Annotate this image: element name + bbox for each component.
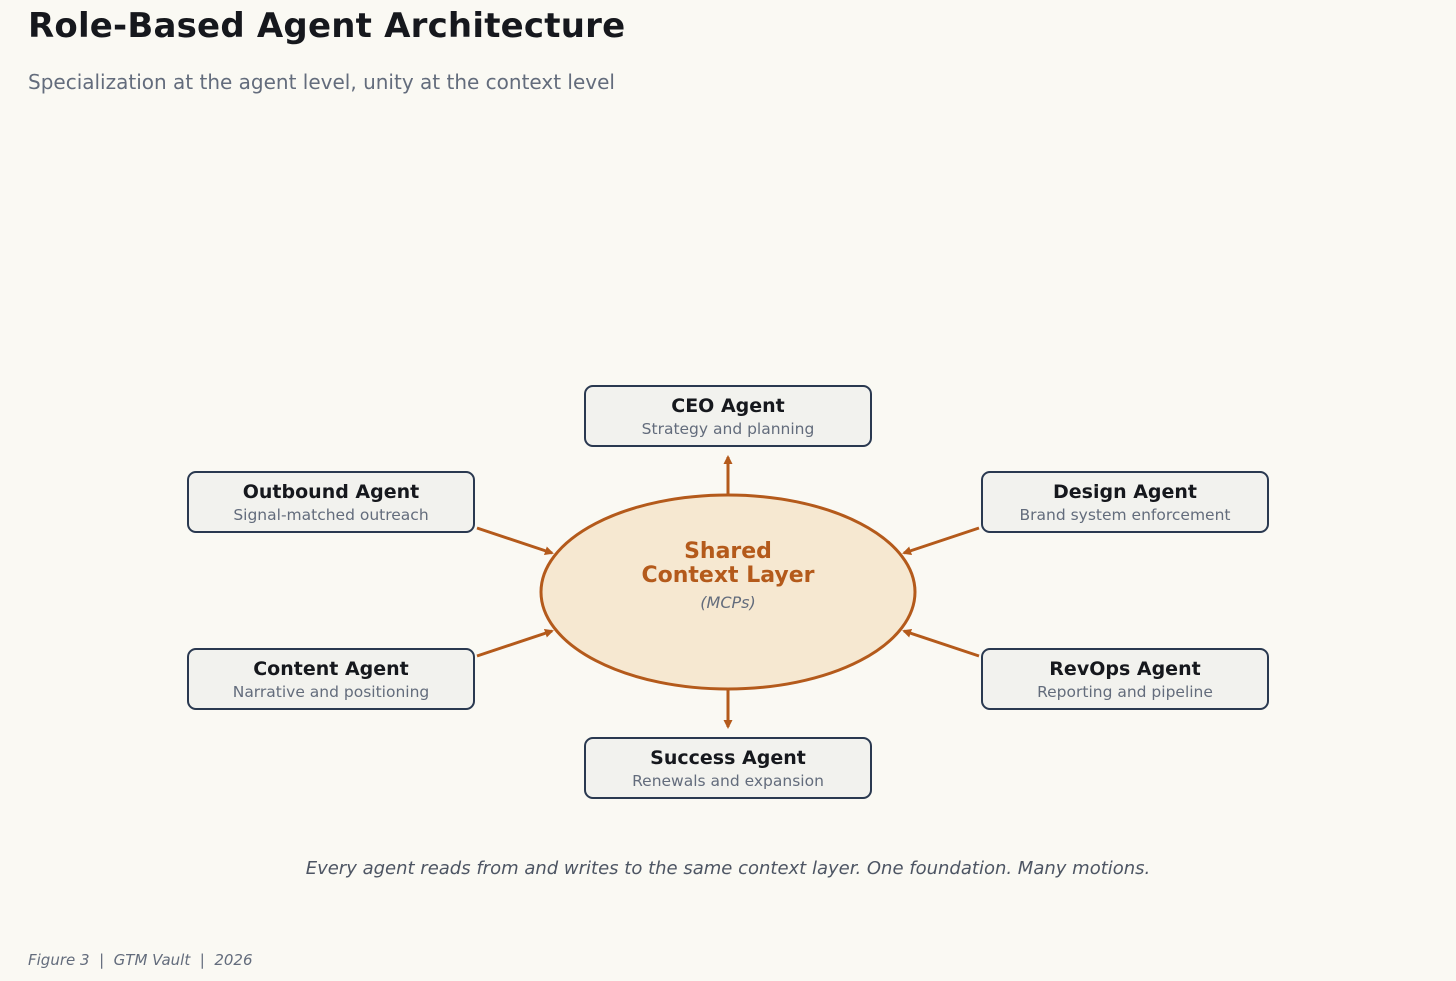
node-subtitle: Narrative and positioning bbox=[232, 682, 430, 701]
page-title: Role-Based Agent Architecture bbox=[28, 6, 626, 46]
node-subtitle: Renewals and expansion bbox=[632, 771, 824, 790]
node-title: Design Agent bbox=[1052, 480, 1198, 503]
figure-footer: Figure 3 | GTM Vault | 2026 bbox=[28, 951, 253, 969]
node-title: Content Agent bbox=[253, 657, 409, 680]
node-content-agent: Content Agent Narrative and positioning bbox=[187, 648, 475, 710]
node-title: Success Agent bbox=[650, 746, 806, 769]
node-outbound-agent: Outbound Agent Signal-matched outreach bbox=[187, 471, 475, 533]
node-subtitle: Strategy and planning bbox=[641, 419, 815, 438]
node-design-agent: Design Agent Brand system enforcement bbox=[981, 471, 1269, 533]
node-subtitle: Signal-matched outreach bbox=[233, 505, 429, 524]
node-title: RevOps Agent bbox=[1049, 657, 1201, 680]
node-ceo-agent: CEO Agent Strategy and planning bbox=[584, 385, 872, 447]
page-subtitle: Specialization at the agent level, unity… bbox=[28, 70, 615, 94]
arrow-revops-to-center bbox=[902, 628, 980, 658]
arrow-content-to-center bbox=[476, 628, 554, 658]
node-success-agent: Success Agent Renewals and expansion bbox=[584, 737, 872, 799]
node-title: Outbound Agent bbox=[242, 480, 420, 503]
node-title: CEO Agent bbox=[671, 394, 785, 417]
node-subtitle: Reporting and pipeline bbox=[1037, 682, 1213, 701]
node-subtitle: Brand system enforcement bbox=[1019, 505, 1231, 524]
shared-context-ellipse bbox=[539, 493, 917, 691]
arrow-outbound-to-center bbox=[476, 526, 554, 556]
node-revops-agent: RevOps Agent Reporting and pipeline bbox=[981, 648, 1269, 710]
diagram-caption: Every agent reads from and writes to the… bbox=[305, 858, 1151, 879]
arrow-design-to-center bbox=[902, 526, 980, 556]
